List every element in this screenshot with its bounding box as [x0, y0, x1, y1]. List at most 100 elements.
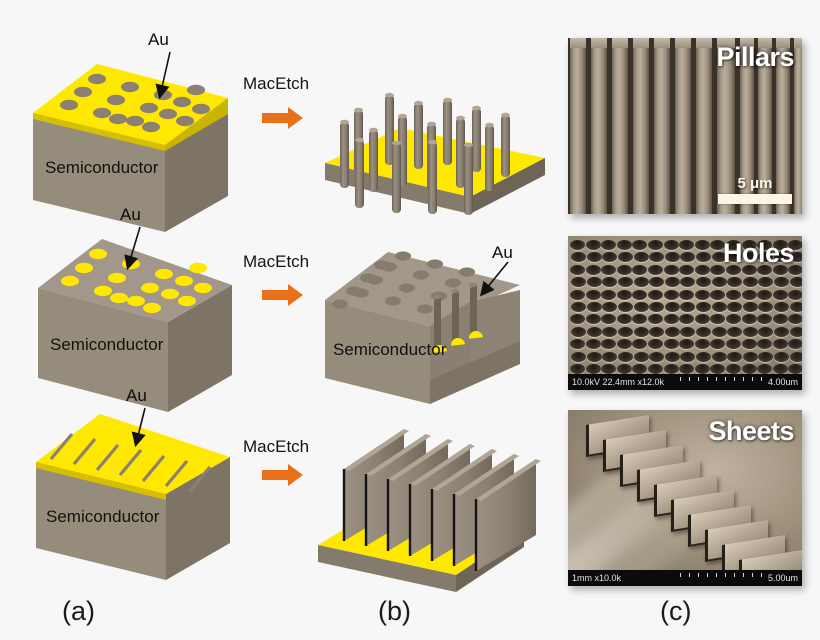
row2-block-label: Semiconductor	[50, 335, 164, 354]
sem-hole	[649, 326, 665, 337]
sem-hole	[758, 326, 774, 337]
sem-hole	[694, 240, 710, 250]
sem-hole	[788, 240, 802, 250]
sem-hole	[618, 302, 633, 312]
row1-openings	[60, 73, 210, 133]
sem-hole	[680, 302, 696, 312]
sem-pillars-content	[568, 38, 802, 214]
sem-hole	[570, 240, 585, 250]
sem-hole	[758, 302, 774, 312]
row3-block-label: Semiconductor	[46, 507, 160, 526]
sem-hole	[741, 289, 757, 300]
sem-holes-tick-marks	[670, 374, 762, 390]
macetch-label-row2: MacEtch	[243, 252, 310, 271]
row1-pillar-array	[340, 92, 510, 215]
sem-hole	[788, 314, 802, 325]
sem-hole	[632, 240, 648, 250]
arrow-row2-icon	[262, 284, 303, 306]
sem-hole	[648, 314, 663, 325]
sem-hole	[694, 364, 710, 374]
caption-a: (a)	[62, 596, 95, 626]
sem-hole	[727, 326, 743, 337]
sem-hole	[632, 364, 648, 374]
sem-hole	[757, 314, 773, 325]
sem-holes-title: Holes	[722, 238, 795, 268]
row2-after-au-pointer	[479, 261, 509, 297]
sem-hole	[679, 314, 695, 325]
sem-hole	[694, 289, 710, 300]
sem-sheets-info-bar: 1mm x10.0k 5.00um	[568, 570, 802, 586]
sem-hole	[711, 351, 727, 362]
sem-hole	[632, 339, 648, 350]
sem-hole	[664, 302, 680, 312]
row1-after-pillars	[325, 92, 545, 215]
sem-hole	[570, 339, 585, 350]
sem-hole	[726, 240, 741, 250]
sem-hole	[586, 252, 602, 263]
sem-hole	[696, 277, 711, 288]
scale-bar-line	[718, 194, 792, 204]
sem-hole	[758, 277, 774, 288]
sem-hole	[648, 240, 663, 250]
au-label-row2: Au	[120, 205, 141, 224]
sem-hole	[616, 364, 632, 374]
sem-hole	[772, 314, 788, 325]
sem-hole	[726, 289, 741, 300]
sem-hole	[585, 289, 601, 300]
sem-hole	[649, 351, 665, 362]
sem-hole	[789, 326, 802, 337]
hole-texture	[568, 236, 802, 374]
sem-pillars-title: Pillars	[716, 42, 794, 72]
sem-hole	[570, 289, 585, 300]
sem-hole	[710, 289, 726, 300]
sem-hole	[711, 326, 727, 337]
sem-hole	[602, 252, 618, 263]
sem-hole	[788, 339, 802, 350]
sem-hole	[789, 302, 802, 312]
pillar-texture	[568, 38, 802, 214]
sem-hole	[774, 326, 789, 337]
sem-hole	[788, 364, 802, 374]
sem-hole	[758, 351, 774, 362]
sem-hole	[679, 264, 695, 275]
sem-hole	[774, 351, 789, 362]
sem-sheets-title: Sheets	[708, 416, 794, 446]
sem-hole	[585, 314, 601, 325]
sem-hole	[663, 339, 679, 350]
sem-hole	[742, 252, 758, 263]
sem-hole	[727, 302, 743, 312]
sem-hole	[679, 339, 695, 350]
sem-hole	[696, 326, 711, 337]
sem-hole	[774, 277, 789, 288]
sem-hole	[571, 252, 587, 263]
sem-hole	[585, 339, 601, 350]
sem-hole	[571, 302, 587, 312]
sem-hole	[664, 252, 680, 263]
sem-hole	[648, 289, 663, 300]
sem-hole	[741, 339, 757, 350]
sem-hole	[696, 252, 711, 263]
sem-hole	[663, 264, 679, 275]
sem-hole	[694, 264, 710, 275]
sem-hole	[663, 240, 679, 250]
sem-hole	[602, 302, 618, 312]
sem-hole	[663, 289, 679, 300]
au-label-row1: Au	[148, 30, 169, 49]
sem-hole	[788, 289, 802, 300]
sem-hole	[648, 364, 663, 374]
sem-holes-info-bar: 10.0kV 22.4mm x12.0k 4.00um	[568, 374, 802, 390]
sem-hole	[757, 339, 773, 350]
sem-hole	[680, 351, 696, 362]
sem-hole	[726, 364, 741, 374]
sem-hole	[694, 339, 710, 350]
sem-hole	[726, 264, 741, 275]
sem-hole	[633, 302, 649, 312]
sem-hole	[696, 351, 711, 362]
sem-hole	[616, 289, 632, 300]
sem-hole	[727, 351, 743, 362]
sem-hole	[680, 277, 696, 288]
sem-hole	[664, 277, 680, 288]
sem-hole	[663, 314, 679, 325]
